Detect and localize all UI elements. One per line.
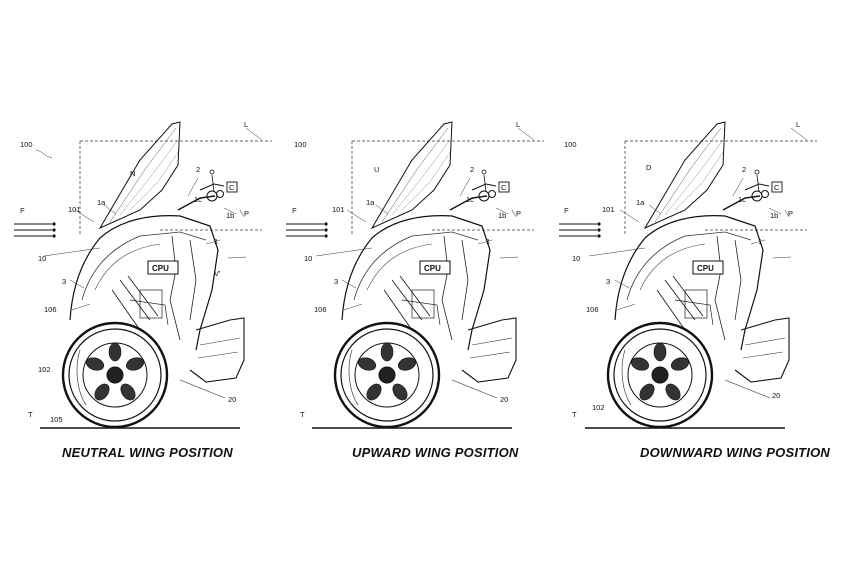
ref-label: C [229, 183, 235, 192]
ref-label: 20 [772, 391, 780, 400]
ref-label: 1b [226, 211, 234, 220]
panel-downward: 100 D 2 1a 1c C 101 1b F P 10 1 CPU 3 10… [557, 120, 830, 460]
ref-label: U [374, 165, 379, 174]
ref-label: P [516, 209, 521, 218]
ref-label: 2 [742, 165, 746, 174]
panel-caption: DOWNWARD WING POSITION [640, 445, 830, 460]
ref-label: 20 [228, 395, 236, 404]
ref-label: T [300, 410, 305, 419]
ref-label: 1 [758, 237, 762, 246]
ref-label: 105 [50, 415, 63, 424]
ref-label: 102 [38, 365, 51, 374]
scooter-drawing [12, 120, 274, 430]
ref-label: 10 [572, 254, 580, 263]
ref-label: 1a [366, 198, 375, 207]
scooter-drawing [284, 120, 546, 430]
ref-label: 3 [62, 277, 66, 286]
ref-label: 1 [214, 237, 218, 246]
ref-label: P [788, 209, 793, 218]
ref-label: F [292, 206, 297, 215]
ref-label: C [501, 183, 507, 192]
ref-label: 3 [334, 277, 338, 286]
ref-label: L [244, 120, 248, 129]
panel-caption: NEUTRAL WING POSITION [62, 445, 233, 460]
ref-label: 1b [498, 211, 506, 220]
ref-label: L [516, 120, 520, 129]
ref-label: C [774, 183, 780, 192]
ref-label: 106 [314, 305, 327, 314]
ref-label: 101 [602, 205, 615, 214]
ref-label: 1c [466, 195, 474, 204]
ref-label: F [20, 206, 25, 215]
ref-label: 3 [606, 277, 610, 286]
ref-label: 1c [194, 195, 202, 204]
ref-label: L [796, 120, 800, 129]
ref-label: 2 [470, 165, 474, 174]
ref-label: 10 [38, 254, 46, 263]
ref-label: P [244, 209, 249, 218]
ref-label: 106 [44, 305, 57, 314]
ref-label: 1a [636, 198, 645, 207]
panel-upward: 100 U 2 1a 1c C 101 1b F P 10 1 CPU 3 10… [284, 120, 546, 460]
ref-label: 101 [332, 205, 345, 214]
ref-label: T [28, 410, 33, 419]
ref-label: 106 [586, 305, 599, 314]
panel-caption: UPWARD WING POSITION [352, 445, 519, 460]
cpu-label: CPU [424, 264, 441, 273]
ref-label: 102 [592, 403, 605, 412]
ref-label: 1a [97, 198, 106, 207]
cpu-label: CPU [697, 264, 714, 273]
ref-label: N [130, 169, 135, 178]
ref-label: 20 [500, 395, 508, 404]
scooter-drawing [557, 120, 819, 430]
ref-label: 1 [486, 237, 490, 246]
top-reference-label: 100 [20, 140, 33, 149]
ref-label: D [646, 163, 652, 172]
ref-label: T [572, 410, 577, 419]
panel-neutral: 1a N 2 1c C 101 1b F P 10 1 CPU V' 3 106… [12, 120, 274, 460]
cpu-label: CPU [152, 264, 169, 273]
ref-label: V' [214, 269, 221, 278]
ref-label: 2 [196, 165, 200, 174]
ref-label: 1b [770, 211, 778, 220]
ref-label: 1c [738, 195, 746, 204]
ref-label: 10 [304, 254, 312, 263]
ref-label: 100 [564, 140, 577, 149]
ref-label: 101 [68, 205, 81, 214]
ref-label: F [564, 206, 569, 215]
ref-label: 100 [294, 140, 307, 149]
